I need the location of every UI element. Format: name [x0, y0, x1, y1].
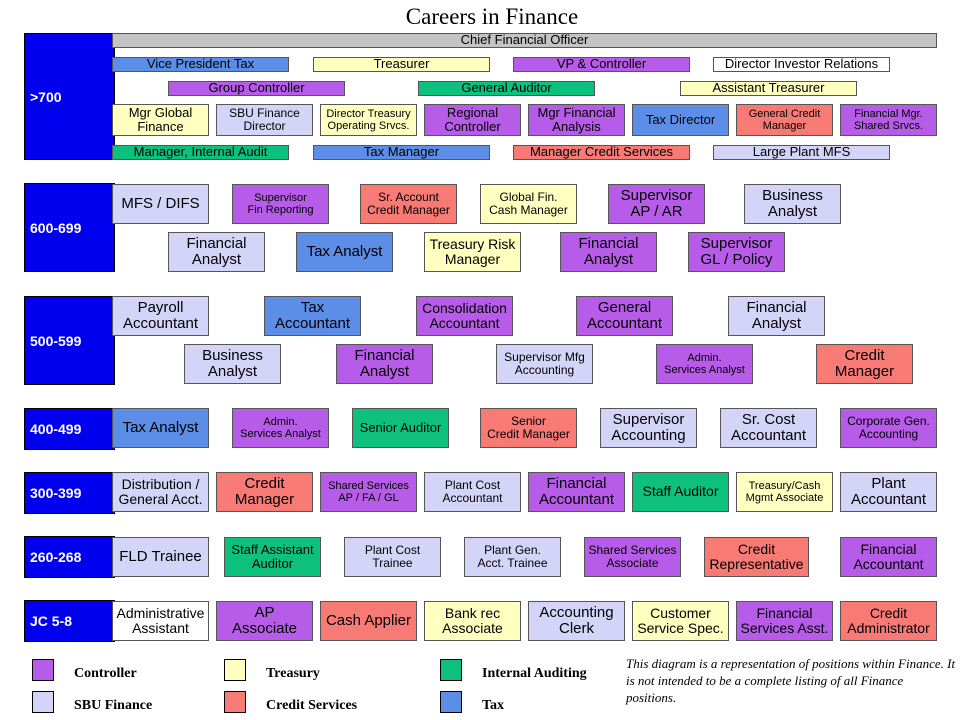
band-260-268: 260-268: [24, 536, 115, 578]
position-box: Tax Analyst: [112, 408, 209, 448]
position-box: Treasury Risk Manager: [424, 232, 521, 272]
position-box: Credit Administrator: [840, 601, 937, 641]
legend-label-treasury: Treasury: [266, 666, 320, 681]
band-label: JC 5-8: [30, 613, 73, 629]
position-box: Mgr Financial Analysis: [528, 104, 625, 136]
band-label: 300-399: [30, 485, 82, 501]
position-box: AP Associate: [216, 601, 313, 641]
position-box: Customer Service Spec.: [632, 601, 729, 641]
position-box: Corporate Gen. Accounting: [840, 408, 937, 448]
position-box: Regional Controller: [424, 104, 521, 136]
position-box: General Credit Manager: [736, 104, 833, 136]
position-box: Treasurer: [313, 57, 490, 72]
legend-label-tax: Tax: [482, 698, 505, 713]
position-box: Supervisor Mfg Accounting: [496, 344, 593, 384]
band-700-plus: >700: [24, 33, 115, 160]
band-jc-5-8: JC 5-8: [24, 600, 115, 642]
position-box: Payroll Accountant: [112, 296, 209, 336]
position-box: Director Treasury Operating Srvcs.: [320, 104, 417, 136]
position-box: Financial Services Asst.: [736, 601, 833, 641]
legend-label-credit-services: Credit Services: [266, 698, 358, 713]
position-box: Manager Credit Services: [513, 145, 690, 160]
position-box: Shared Services Associate: [584, 537, 681, 577]
position-box: Senior Auditor: [352, 408, 449, 448]
position-box: Manager, Internal Audit: [112, 145, 289, 160]
position-box: Tax Manager: [313, 145, 490, 160]
position-box: General Auditor: [418, 81, 595, 96]
legend-swatch-sbu-finance: [32, 691, 54, 713]
band-300-399: 300-399: [24, 472, 115, 514]
position-box: Treasury/Cash Mgmt Associate: [736, 472, 833, 512]
position-box: Credit Representative: [704, 537, 809, 577]
position-box: Financial Analyst: [336, 344, 433, 384]
position-box: Global Fin. Cash Manager: [480, 184, 577, 224]
position-box: Accounting Clerk: [528, 601, 625, 641]
position-box: Plant Cost Accountant: [424, 472, 521, 512]
position-box: Financial Analyst: [728, 296, 825, 336]
band-label: 500-599: [30, 332, 82, 349]
position-box: Sr. Cost Accountant: [720, 408, 817, 448]
legend-label-internal-auditing: Internal Auditing: [482, 666, 587, 681]
position-box: Assistant Treasurer: [680, 81, 857, 96]
position-box: MFS / DIFS: [112, 184, 209, 224]
position-box: Financial Analyst: [168, 232, 265, 272]
position-box: Plant Cost Trainee: [344, 537, 441, 577]
position-box: Staff Assistant Auditor: [224, 537, 321, 577]
legend-label-controller: Controller: [74, 666, 137, 681]
position-box: Consolidation Accountant: [416, 296, 513, 336]
position-box: Credit Manager: [816, 344, 913, 384]
position-box: Supervisor GL / Policy: [688, 232, 785, 272]
position-box: Business Analyst: [744, 184, 841, 224]
position-box: Financial Accountant: [528, 472, 625, 512]
disclaimer-note: This diagram is a representation of posi…: [626, 656, 956, 705]
position-box: Financial Analyst: [560, 232, 657, 272]
position-box: General Accountant: [576, 296, 673, 336]
band-500-599: 500-599: [24, 296, 115, 385]
position-box: Chief Financial Officer: [112, 33, 937, 48]
position-box: Plant Accountant: [840, 472, 937, 512]
position-box: SBU Finance Director: [216, 104, 313, 136]
diagram-title: Careers in Finance: [405, 4, 579, 29]
position-box: Bank rec Associate: [424, 601, 521, 641]
position-box: VP & Controller: [513, 57, 690, 72]
position-box: Financial Accountant: [840, 537, 937, 577]
position-box: Tax Accountant: [264, 296, 361, 336]
legend-swatch-internal-auditing: [440, 659, 462, 681]
position-box: Cash Applier: [320, 601, 417, 641]
position-box: FLD Trainee: [112, 537, 209, 577]
position-box: Tax Analyst: [296, 232, 393, 272]
band-label: >700: [30, 88, 62, 105]
legend-swatch-treasury: [224, 659, 246, 681]
position-box: Supervisor AP / AR: [608, 184, 705, 224]
position-box: Shared Services AP / FA / GL: [320, 472, 417, 512]
position-box: Supervisor Fin Reporting: [232, 184, 329, 224]
position-box: Vice President Tax: [112, 57, 289, 72]
position-box: Admin. Services Analyst: [656, 344, 753, 384]
position-box: Supervisor Accounting: [600, 408, 697, 448]
position-box: Financial Mgr. Shared Srvcs.: [840, 104, 937, 136]
legend-swatch-credit-services: [224, 691, 246, 713]
position-box: Large Plant MFS: [713, 145, 890, 160]
band-600-699: 600-699: [24, 183, 115, 272]
band-label: 260-268: [30, 549, 82, 565]
position-box: Business Analyst: [184, 344, 281, 384]
position-box: Plant Gen. Acct. Trainee: [464, 537, 561, 577]
legend-swatch-tax: [440, 691, 462, 713]
position-box: Group Controller: [168, 81, 345, 96]
position-box: Distribution / General Acct.: [112, 472, 209, 512]
legend-swatch-controller: [32, 659, 54, 681]
position-box: Administrative Assistant: [112, 601, 209, 641]
position-box: Director Investor Relations: [713, 57, 890, 72]
band-400-499: 400-499: [24, 408, 115, 450]
position-box: Sr. Account Credit Manager: [360, 184, 457, 224]
band-label: 600-699: [30, 219, 82, 236]
legend-label-sbu-finance: SBU Finance: [74, 698, 153, 713]
position-box: Admin. Services Analyst: [232, 408, 329, 448]
position-box: Senior Credit Manager: [480, 408, 577, 448]
position-box: Credit Manager: [216, 472, 313, 512]
position-box: Staff Auditor: [632, 472, 729, 512]
position-box: Tax Director: [632, 104, 729, 136]
band-label: 400-499: [30, 421, 82, 437]
position-box: Mgr Global Finance: [112, 104, 209, 136]
